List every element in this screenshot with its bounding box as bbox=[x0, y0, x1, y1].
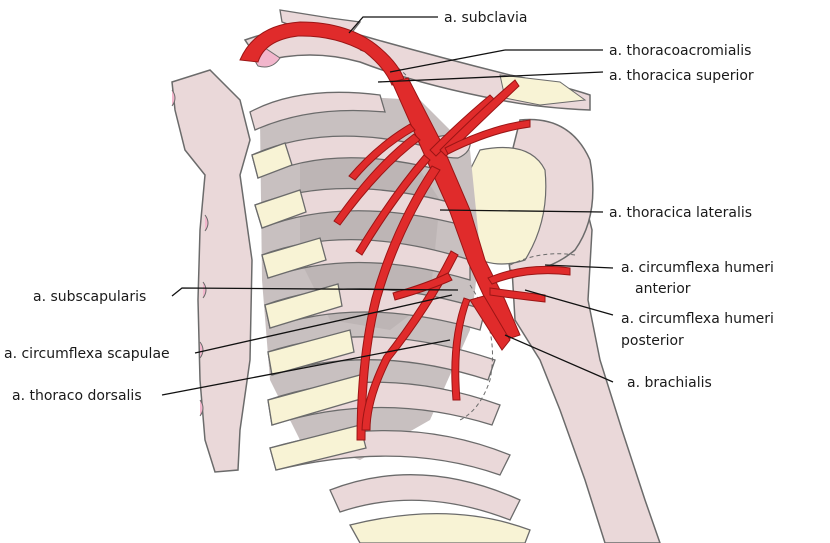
leader-circumflexa-humeri-posterior bbox=[524, 289, 614, 316]
pectoral-branch-2 bbox=[355, 154, 431, 256]
sternum-notch-1 bbox=[171, 89, 176, 107]
label-circumflexa-humeri-posterior-2: posterior bbox=[621, 333, 684, 349]
circumflex-scapulae-branch bbox=[392, 272, 453, 301]
labels: a. subclavia a. thoracoacromialis a. tho… bbox=[4, 10, 774, 404]
rib-4-cart bbox=[261, 237, 327, 279]
leader-subscapularis bbox=[171, 287, 459, 297]
label-thoracoacromialis: a. thoracoacromialis bbox=[609, 43, 751, 59]
thoraco-dorsal-branch bbox=[361, 250, 459, 431]
label-thoracica-lateralis: a. thoracica lateralis bbox=[609, 205, 752, 221]
leader-subclavia bbox=[348, 16, 438, 34]
circumflexa-humeri-anterior-branch bbox=[487, 265, 571, 285]
sternum-notch-4 bbox=[199, 341, 204, 359]
scapula-dashed bbox=[459, 284, 493, 421]
rib-10 bbox=[349, 513, 531, 543]
leader-lines bbox=[161, 16, 614, 396]
label-circumflexa-humeri-anterior-2: anterior bbox=[635, 281, 691, 297]
leader-thoracica-lateralis bbox=[439, 209, 604, 213]
arteries bbox=[239, 21, 571, 441]
label-subscapularis: a. subscapularis bbox=[33, 289, 146, 305]
label-thoraco-dorsalis: a. thoraco dorsalis bbox=[12, 388, 142, 404]
rib-8-cart bbox=[269, 424, 367, 471]
label-circumflexa-scapulae: a. circumflexa scapulae bbox=[4, 346, 170, 362]
leader-thoraco-dorsalis bbox=[161, 339, 451, 396]
label-thoracica-superior: a. thoracica superior bbox=[609, 68, 754, 84]
rib-6-cart bbox=[267, 329, 355, 376]
pectoral-branch-1 bbox=[333, 133, 421, 226]
leader-thoracica-superior bbox=[377, 71, 604, 83]
sternum-notch-3 bbox=[202, 281, 207, 299]
thoracoacromial-branch-2 bbox=[439, 79, 520, 157]
rib-2-cart bbox=[251, 142, 293, 179]
thoracica-superior-branch bbox=[348, 123, 416, 181]
leader-brachialis bbox=[504, 334, 614, 383]
leader-thoracoacromialis-2 bbox=[389, 49, 506, 73]
label-circumflexa-humeri-anterior-1: a. circumflexa humeri bbox=[621, 260, 774, 276]
leader-circumflexa-scapulae bbox=[194, 294, 453, 354]
label-circumflexa-humeri-posterior-1: a. circumflexa humeri bbox=[621, 311, 774, 327]
skeleton bbox=[171, 9, 661, 543]
rib-5-cart bbox=[264, 283, 343, 329]
thoracoacromial-branch-3 bbox=[444, 119, 531, 155]
label-subclavia: a. subclavia bbox=[444, 10, 527, 26]
rib-9 bbox=[329, 474, 521, 521]
sternum bbox=[171, 69, 253, 473]
glenoid-cartilage bbox=[459, 146, 547, 265]
leader-circumflexa-humeri-anterior bbox=[544, 264, 614, 269]
rib-3-cart bbox=[254, 189, 307, 229]
rib-1 bbox=[249, 91, 386, 131]
subscapular-lower-branch bbox=[451, 297, 471, 401]
label-brachialis: a. brachialis bbox=[627, 375, 712, 391]
circumflexa-humeri-posterior-branch bbox=[489, 287, 546, 303]
sternum-notch-2 bbox=[204, 214, 209, 232]
sternum-notch-5 bbox=[199, 399, 204, 417]
brachial-artery bbox=[469, 295, 511, 351]
